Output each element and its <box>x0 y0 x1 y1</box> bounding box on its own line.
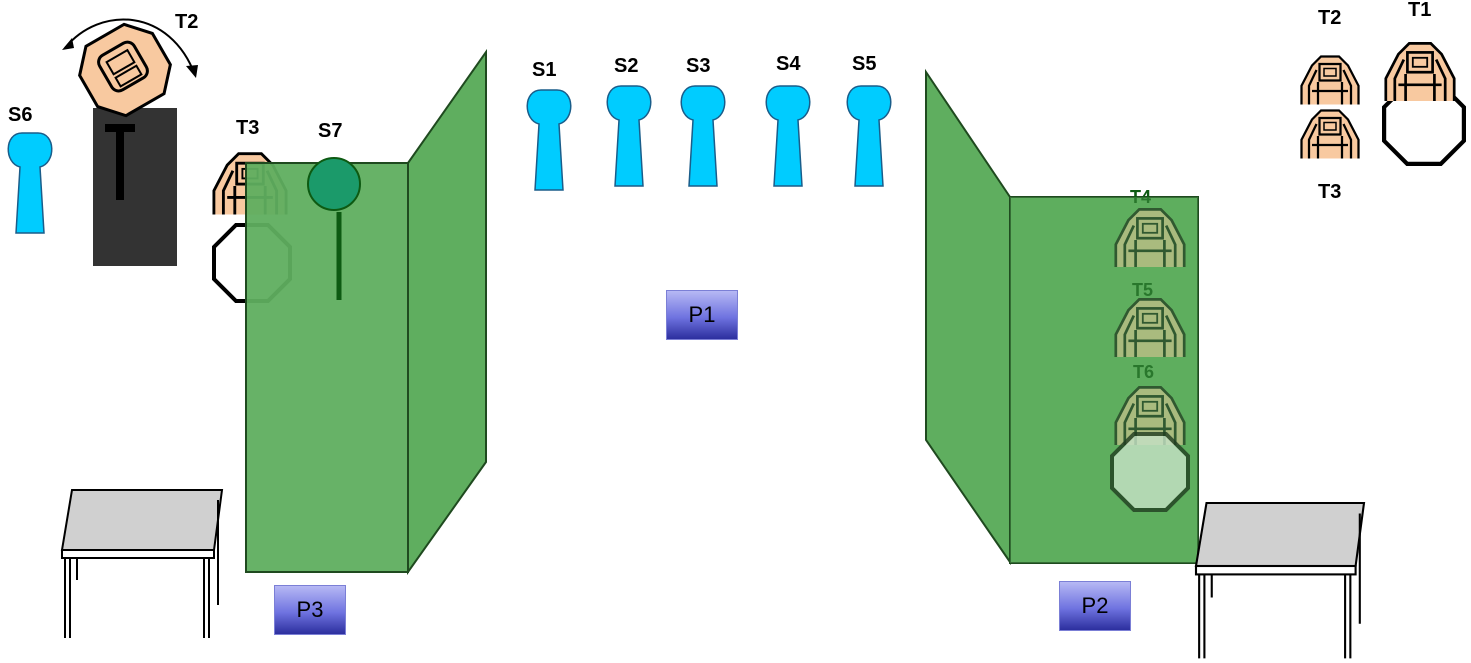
label-t1-legend: T1 <box>1408 0 1431 21</box>
label-s3: S3 <box>686 55 710 77</box>
panel-right-tint <box>1010 197 1198 563</box>
stand-s5 <box>846 85 892 187</box>
label-s6: S6 <box>8 104 32 126</box>
panel-left-front <box>245 162 409 573</box>
panel-right-side <box>925 68 1011 566</box>
label-t2-legend: T2 <box>1318 7 1341 29</box>
label-t2-rotating: T2 <box>175 11 198 33</box>
label-s4: S4 <box>776 53 801 75</box>
label-t3-legend: T3 <box>1318 181 1341 203</box>
table-right <box>1194 501 1366 660</box>
stand-s3 <box>680 85 726 187</box>
position-p2: P2 <box>1059 581 1131 631</box>
label-s1: S1 <box>532 59 556 81</box>
label-t4: T4 <box>1130 187 1151 207</box>
table-left <box>61 489 223 639</box>
label-s5: S5 <box>852 53 876 75</box>
t-symbol <box>105 124 135 200</box>
position-p3: P3 <box>274 585 346 635</box>
rotation-arrowhead-right-icon <box>186 65 198 78</box>
label-s2: S2 <box>614 55 638 77</box>
t2-legend-target <box>1300 55 1360 106</box>
rotation-arrowhead-left-icon <box>62 38 74 50</box>
stand-s2 <box>606 85 652 187</box>
board <box>93 108 177 266</box>
label-t5: T5 <box>1132 280 1153 300</box>
t3-legend-target <box>1300 109 1360 160</box>
rotation-arrow-icon <box>64 18 196 76</box>
stand-s1 <box>526 89 572 191</box>
panel-left-side <box>407 48 487 576</box>
label-t6: T6 <box>1133 362 1154 382</box>
s7-head <box>307 157 361 211</box>
t2-rotating-target <box>78 22 172 118</box>
stand-s6 <box>7 132 53 234</box>
label-t3-left: T3 <box>236 117 259 139</box>
label-s7: S7 <box>318 120 342 142</box>
position-p1: P1 <box>666 290 738 340</box>
stand-s4 <box>765 85 811 187</box>
t1-legend-target <box>1384 42 1456 103</box>
